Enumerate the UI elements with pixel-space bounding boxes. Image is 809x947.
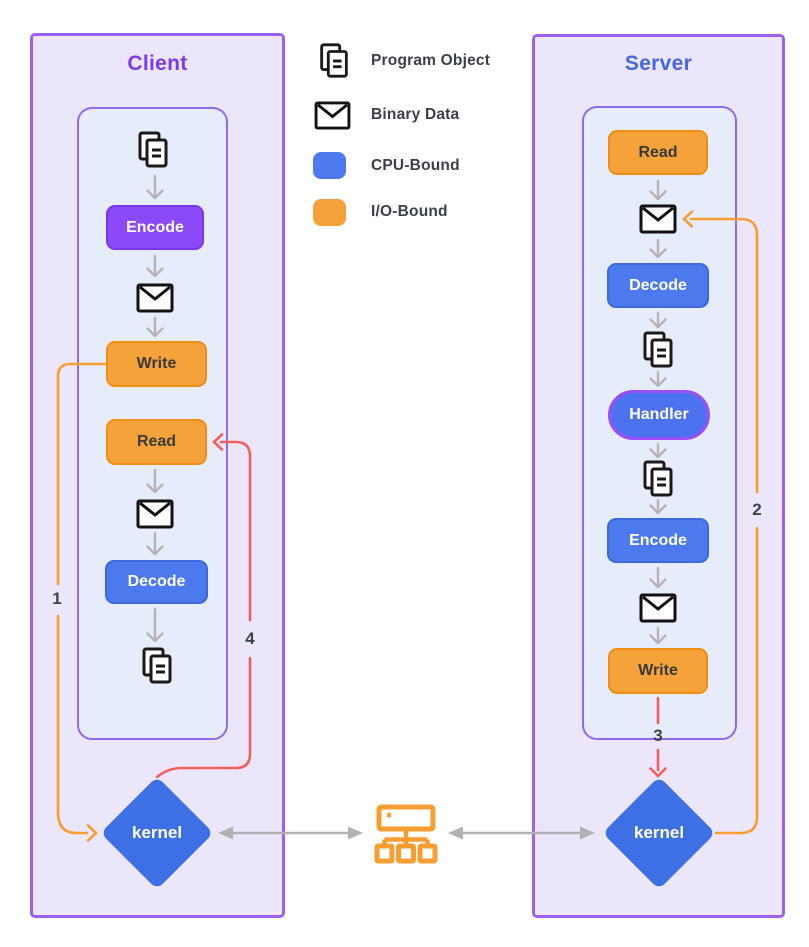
binary-data-icon bbox=[136, 499, 174, 534]
server-panel-title: Server bbox=[624, 52, 693, 75]
legend-cpu-bound: CPU-Bound bbox=[371, 157, 460, 174]
program-object-icon bbox=[638, 330, 678, 375]
step3-label: 3 bbox=[653, 726, 663, 745]
server-decode-node: Decode bbox=[607, 263, 709, 308]
program-object-icon bbox=[137, 646, 177, 691]
client-panel-title: Client bbox=[127, 52, 188, 75]
program-object-icon bbox=[133, 130, 173, 175]
server-encode-node: Encode bbox=[607, 518, 709, 563]
client-decode-node: Decode bbox=[105, 560, 208, 604]
legend-program-object: Program Object bbox=[371, 52, 491, 69]
binary-data-icon bbox=[136, 283, 174, 318]
network-hub-icon bbox=[374, 803, 438, 870]
step2-label: 2 bbox=[752, 500, 762, 519]
client-write-node: Write bbox=[106, 341, 207, 387]
legend-io-bound: I/O-Bound bbox=[371, 203, 448, 220]
step4-label: 4 bbox=[245, 629, 255, 648]
io-bound-swatch bbox=[313, 199, 346, 226]
client-kernel-label: kernel bbox=[131, 823, 183, 842]
server-write-node: Write bbox=[608, 648, 708, 694]
program-object-icon bbox=[638, 459, 678, 504]
program-object-icon bbox=[315, 42, 353, 80]
server-read-node: Read bbox=[608, 130, 708, 175]
binary-data-icon bbox=[314, 101, 351, 130]
binary-data-icon bbox=[639, 204, 677, 239]
legend-binary-data: Binary Data bbox=[371, 106, 460, 123]
server-handler-node: Handler bbox=[608, 390, 710, 440]
client-read-node: Read bbox=[106, 419, 207, 465]
server-kernel-label: kernel bbox=[633, 823, 685, 842]
step1-label: 1 bbox=[52, 589, 62, 608]
client-encode-node: Encode bbox=[106, 205, 204, 250]
cpu-bound-swatch bbox=[313, 152, 346, 179]
binary-data-icon bbox=[639, 593, 677, 628]
